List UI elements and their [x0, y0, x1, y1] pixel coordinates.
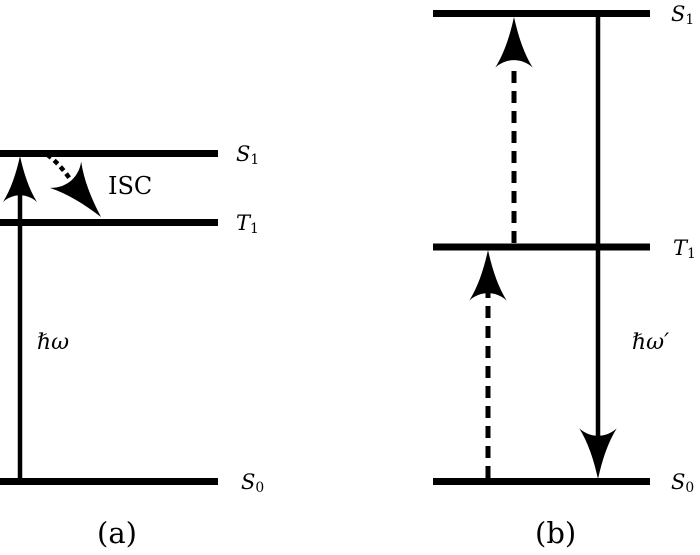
a-level-label-s0: S0 — [241, 472, 264, 496]
b-level-s0-subscript: 0 — [685, 480, 695, 497]
b-absorption-arrowhead-t1-s1-icon — [495, 17, 533, 68]
a-photon-energy-label: ℏω — [37, 330, 70, 355]
a-level-label-s1: S1 — [236, 144, 259, 168]
b-level-label-s1: S1 — [671, 4, 694, 28]
b-level-t1-subscript: 1 — [687, 246, 696, 263]
a-level-s0-symbol: S — [241, 470, 256, 494]
a-level-t1-subscript: 1 — [250, 221, 259, 238]
a-level-s1-symbol: S — [236, 142, 251, 166]
b-level-t1-symbol: T — [673, 236, 688, 260]
a-level-s1-subscript: 1 — [250, 152, 260, 169]
a-level-label-t1: T1 — [236, 213, 259, 237]
b-level-s0-symbol: S — [671, 470, 686, 494]
b-level-s1-symbol: S — [671, 2, 686, 26]
b-level-label-s0: S0 — [671, 472, 694, 496]
b-level-s1-subscript: 1 — [685, 12, 695, 29]
a-level-t1-symbol: T — [236, 211, 251, 235]
a-level-s0-subscript: 0 — [255, 480, 265, 497]
a-caption: (a) — [97, 516, 137, 550]
a-excitation-arrowhead-icon — [3, 156, 37, 202]
b-absorption-arrowhead-s0-t1-icon — [469, 250, 507, 301]
b-photon-energy-label: ℏω′ — [632, 330, 670, 355]
b-emission-arrowhead-icon — [579, 428, 617, 479]
a-isc-label: ISC — [108, 172, 153, 200]
b-caption: (b) — [535, 516, 577, 550]
b-level-label-t1: T1 — [673, 238, 696, 262]
